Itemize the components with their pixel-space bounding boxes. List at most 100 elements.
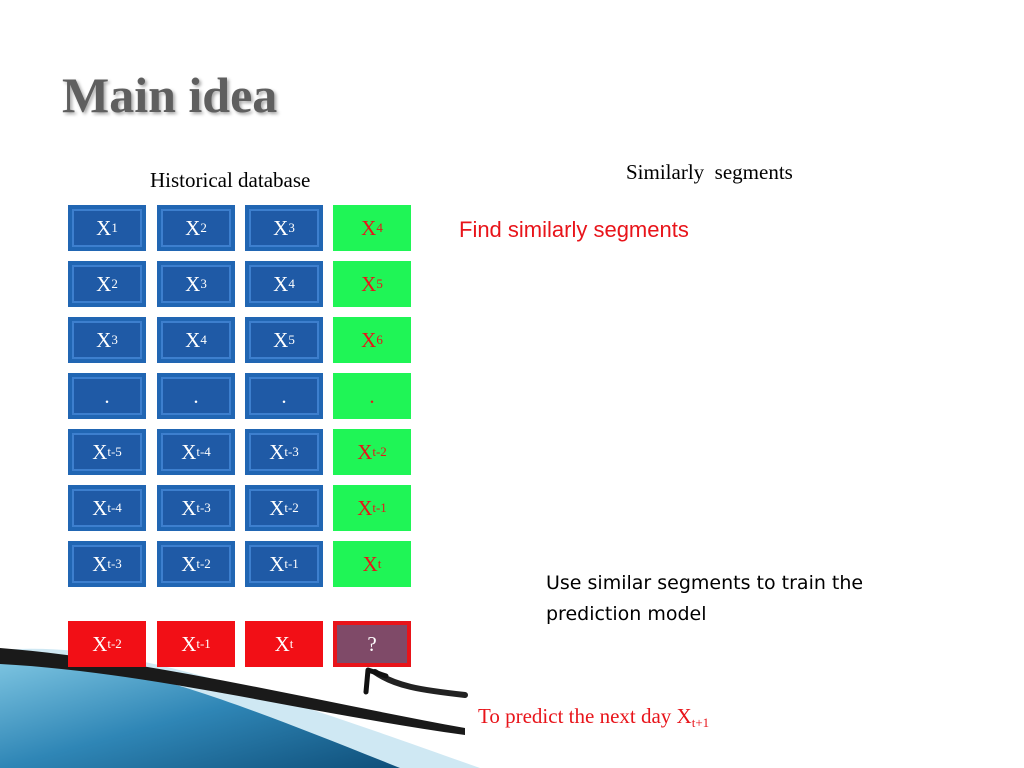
predict-text: To predict the next day X xyxy=(478,704,692,728)
segment-cell-r3-c2-subscript: 4 xyxy=(200,332,207,347)
segment-cell-r5-c1-text: X xyxy=(92,439,108,464)
arrow-head xyxy=(363,667,389,695)
segment-cell-r4-c1-text: . xyxy=(104,383,110,408)
segment-cell-r4-c2: . xyxy=(157,373,235,419)
segment-cell-r1-c3-text: X xyxy=(273,215,289,240)
segment-cell-r1-c3-subscript: 3 xyxy=(288,220,295,235)
segment-cell-r3-c1-subscript: 3 xyxy=(111,332,118,347)
segment-cell-r2-c2-subscript: 3 xyxy=(200,276,207,291)
segment-cell-r7-c2-text: X xyxy=(181,551,197,576)
segment-cell-r5-c2-subscript: t-4 xyxy=(196,444,211,459)
segment-cell-r2-c3-text: X xyxy=(273,271,289,296)
query-cell-c2-text: X xyxy=(181,631,197,656)
segment-cell-r2-c1-text: X xyxy=(96,271,112,296)
segment-cell-r6-c2-subscript: t-3 xyxy=(196,500,211,515)
query-cell-c1-text: X xyxy=(92,631,108,656)
segment-cell-r4-c2-text: . xyxy=(193,383,199,408)
segment-cell-r7-c1-subscript: t-3 xyxy=(107,556,122,571)
query-cell-c3-subscript: t xyxy=(289,636,294,651)
segment-cell-r3-c1-text: X xyxy=(96,327,112,352)
segment-cell-r4-c2-inner: . xyxy=(161,377,231,415)
segment-cell-r4-c3-text: . xyxy=(281,383,287,408)
segment-cell-r4-c4-text: . xyxy=(369,383,375,408)
segment-cell-r3-c3-text: X xyxy=(273,327,289,352)
segment-cell-r6-c4-subscript: t-1 xyxy=(372,500,387,515)
segment-cell-r5-c1-subscript: t-5 xyxy=(107,444,122,459)
segment-cell-r7-c2-subscript: t-2 xyxy=(196,556,211,571)
segment-cell-r2-c1-subscript: 2 xyxy=(111,276,118,291)
segment-cell-r2-c4-text: X xyxy=(361,271,377,296)
segment-cell-r1-c2-subscript: 2 xyxy=(200,220,207,235)
segment-cell-r1-c1-subscript: 1 xyxy=(111,220,118,235)
segment-cell-r1-c1-text: X xyxy=(96,215,112,240)
segment-cell-r7-c4-subscript: t xyxy=(377,556,382,571)
segment-cell-r6-c3-subscript: t-2 xyxy=(284,500,299,515)
segment-cell-r5-c4-text: X xyxy=(357,439,373,464)
wave-shape-blue xyxy=(0,657,400,768)
segment-cell-r1-c2-text: X xyxy=(185,215,201,240)
query-cell-c3-text: X xyxy=(274,631,290,656)
segment-cell-r7-c4-text: X xyxy=(362,551,378,576)
predict-label: To predict the next day Xt+1 xyxy=(478,704,709,731)
segment-cell-r7-c3-text: X xyxy=(269,551,285,576)
segment-cell-r3-c4-subscript: 6 xyxy=(376,332,383,347)
train-model-label: Use similar segments to train the predic… xyxy=(546,572,864,625)
segment-cell-r6-c4-text: X xyxy=(357,495,373,520)
similar-segments-label: Similarly segments xyxy=(626,160,793,184)
segment-cell-r3-c2-text: X xyxy=(185,327,201,352)
segment-cell-r1-c4-subscript: 4 xyxy=(376,220,383,235)
prediction-target-cell-inner: ? xyxy=(337,625,407,663)
segment-cell-r6-c1-text: X xyxy=(92,495,108,520)
segment-cell-r4-c4: . xyxy=(333,373,411,419)
segment-cell-r6-c2-text: X xyxy=(181,495,197,520)
segment-cell-r6-c1-subscript: t-4 xyxy=(107,500,122,515)
segment-cell-r2-c3-subscript: 4 xyxy=(288,276,295,291)
predict-subscript: t+1 xyxy=(691,715,710,730)
segment-cell-r7-c1-text: X xyxy=(92,551,108,576)
segment-cell-r6-c3-text: X xyxy=(269,495,285,520)
segment-cell-r3-c4-text: X xyxy=(361,327,377,352)
segment-cell-r7-c3-subscript: t-1 xyxy=(284,556,299,571)
query-cell-c1-subscript: t-2 xyxy=(107,636,122,651)
slide-title: Main idea xyxy=(62,67,278,123)
segment-cell-r4-c3: . xyxy=(245,373,323,419)
